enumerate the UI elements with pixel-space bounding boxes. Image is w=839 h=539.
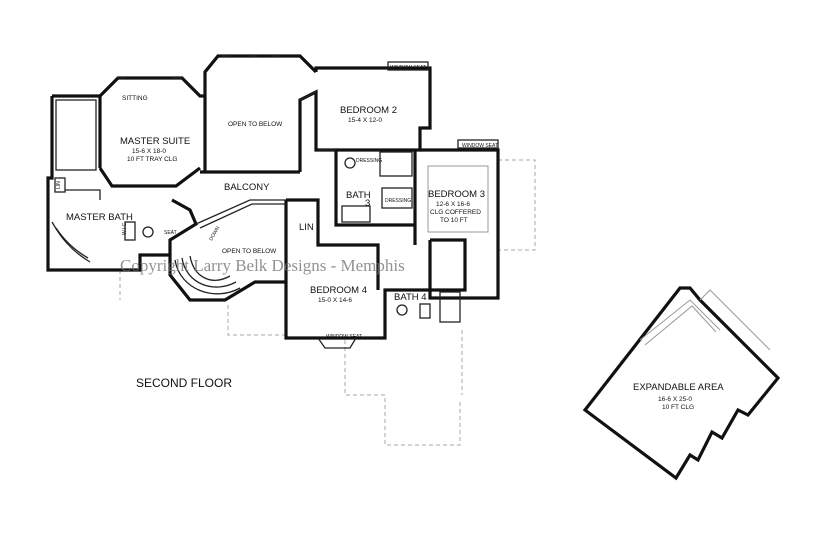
label-seat: SEAT [164,230,177,236]
label-balcony: BALCONY [224,182,270,193]
expandable-area-outline [582,286,781,481]
label-bedroom-4-dims: 15-0 X 14-6 [318,297,352,304]
label-bedroom-3-dims: 12-6 X 16-6 [436,201,470,208]
label-window-seat-b4: WINDOW SEAT [326,334,362,340]
label-open-to-below-top: OPEN TO BELOW [228,121,283,128]
label-master-suite: MASTER SUITE [120,136,190,147]
label-expandable-area: EXPANDABLE AREA [633,382,724,393]
label-bath-3: BATH [346,190,371,201]
label-bedroom-3-note2: TO 10 FT [440,217,468,224]
lower-floor-outline [119,159,536,446]
label-bedroom-2: BEDROOM 2 [340,105,397,116]
label-bath-4: BATH 4 [394,292,427,303]
label-bath-3-num: 3 [365,198,370,209]
label-bedroom-3: BEDROOM 3 [428,189,485,200]
label-bedroom-3-note1: CLG COFFERED [430,209,481,216]
label-lin-small: LIN [56,181,62,189]
label-master-suite-note: 10 FT TRAY CLG [127,156,177,163]
label-dressing-1: DRESSING [356,158,382,164]
room-labels: SITTING MASTER SUITE 15-6 X 18-0 10 FT T… [56,65,724,411]
label-lin: LIN [299,222,314,233]
label-expandable-note: 10 FT CLG [662,404,694,411]
label-wic: W.I.C. [122,221,128,235]
copyright-watermark: Copyright Larry Belk Designs - Memphis [120,256,405,275]
label-bedroom-4: BEDROOM 4 [310,285,367,296]
interior-details [51,55,499,349]
label-bedroom-2-dims: 15-4 X 12-0 [348,117,382,124]
label-window-seat-b3: WINDOW SEAT [462,143,498,149]
label-master-suite-dims: 15-6 X 18-0 [132,148,166,155]
label-expandable-dims: 16-6 X 25-0 [658,396,692,403]
floor-title: SECOND FLOOR [136,376,232,390]
label-down: DOWN [208,225,221,242]
label-dressing-2: DRESSING [385,198,411,204]
label-open-to-below-mid: OPEN TO BELOW [222,248,277,255]
label-window-seat-top: WINDOW SEAT [390,65,426,71]
label-master-bath: MASTER BATH [66,212,133,223]
label-sitting: SITTING [122,95,148,102]
